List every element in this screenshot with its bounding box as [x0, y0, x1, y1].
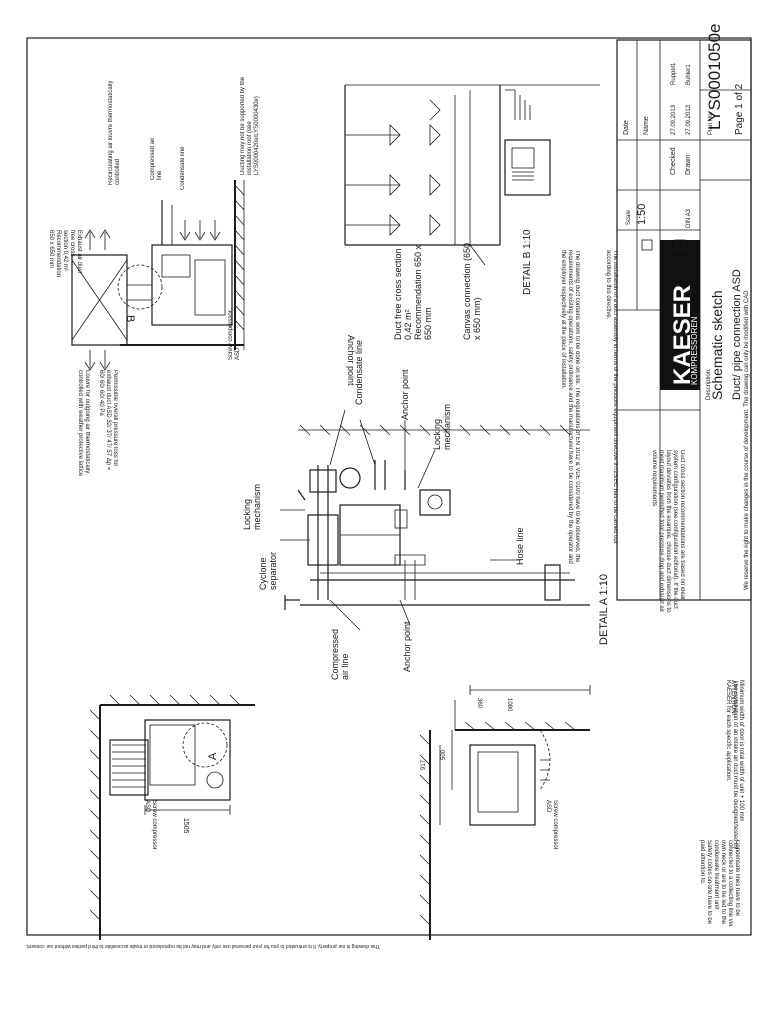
note-duct-cross: Duct cross section recommendations are b… — [651, 450, 685, 613]
view-exhaust-duct: B Exhaust air duct free cross section 0,… — [48, 76, 260, 371]
note-attention: Minimum width of door is total width of … — [738, 680, 744, 822]
tb-drawn: Drawn — [685, 155, 692, 175]
tb-checked-date: 27.09.2013 — [671, 104, 677, 135]
dim-917: 917 — [421, 759, 427, 770]
label-compressed-air: Compressed air line — [150, 137, 163, 180]
label-detail-a: DETAIL A 1:10 — [598, 574, 610, 645]
label-locking-mech-1: Locking mechanism — [432, 403, 452, 450]
note-condensate: Condensate lines have to be connected to… — [714, 840, 740, 927]
marker-b: B — [124, 315, 136, 322]
dim-1505: 1505 — [182, 818, 189, 834]
label-anchor-point-3: Anchor point — [402, 621, 412, 672]
tb-desc-label: Description: — [706, 368, 712, 400]
tb-scale-label: Scale — [626, 209, 632, 225]
note-pressure: The installation of a duct assembly in t… — [605, 250, 618, 544]
logo-line1: KAESER — [669, 285, 696, 385]
label-screw-compressor-1: Screw compressor ASD — [228, 310, 241, 360]
logo-line2: KOMPRESSOREN — [690, 316, 699, 385]
tb-drawn-name: Buhler1 — [686, 64, 692, 85]
tb-size: DIN A3 — [686, 208, 692, 228]
label-duct-free-cross: Duct free cross section 0,42 m² Recommen… — [393, 244, 433, 340]
dim-1080: 1080 — [506, 698, 512, 712]
view-compressor-front: 360 1080 917 500 Screw compressor ASD — [419, 685, 591, 940]
tb-subtitle: Duct/ pipe connection ASD — [731, 269, 743, 400]
tb-name-header: Name — [643, 116, 650, 135]
label-hose-line: Hose line — [515, 527, 525, 565]
detail-b: DETAIL B 1:10 Duct free cross section 0,… — [344, 84, 600, 340]
marker-a: A — [207, 752, 219, 760]
label-locking-mech-2: Locking mechanism — [242, 483, 262, 530]
label-canvas-connection: Canvas connection (650 x 650 mm) — [462, 242, 482, 340]
label-cyclone: Cyclone separator — [258, 551, 278, 590]
copyright-line: This drawing is our property. It is entr… — [26, 943, 380, 949]
label-anchor-point-2: Anchor point — [400, 369, 410, 420]
label-recirc-louvre: Recirculating air louvre thermostaticall… — [108, 80, 121, 185]
detail-a: Anchor point Condensate line Anchor poin… — [242, 335, 610, 680]
compressor-top-view — [151, 244, 233, 326]
label-screw-compressor-3: Screw compressor ASD — [545, 800, 558, 850]
note-pressure-loss: Permissible overall pressure loss for ex… — [98, 370, 118, 471]
label-condensate: Condensate line — [180, 146, 186, 190]
tb-date-header: Date — [623, 120, 630, 135]
note-louvre: Louvre for outgoing air thermostatically… — [77, 370, 90, 477]
note-ducting: The drawing duct contains work to be don… — [560, 250, 580, 564]
label-recommendation: Recommendation — [55, 230, 61, 277]
label-ducting-supported: Ducting may not be supported by the inst… — [240, 76, 260, 175]
label-anchor-point-1: Anchor point — [346, 335, 356, 386]
label-dim-650: 650 x 650 mm — [48, 230, 54, 268]
label-compressed-air-2: Compressed air line — [330, 628, 350, 680]
tb-plan-no: LYS0001050e — [705, 23, 724, 130]
label-detail-b: DETAIL B 1:10 — [522, 229, 533, 295]
tb-scale-value: 1:50 — [636, 204, 648, 225]
tb-description: Schematic sketch — [709, 290, 725, 400]
view-compressor-side: 1505 A Screw compressor ASD — [89, 694, 255, 940]
tb-checked-name: Ruppel1 — [671, 62, 677, 85]
label-condensate-line-2: Condensate line — [354, 340, 364, 405]
label-screw-compressor-2: Screw compressor ASD — [144, 800, 157, 850]
tb-checked: Checked — [670, 147, 677, 175]
note-safety: Safety codes on-site have to be paid att… — [699, 840, 712, 925]
label-section: section 0,42 m² — [62, 230, 68, 271]
tb-planno-label: Plan No. — [708, 112, 714, 135]
dim-500: 500 — [441, 749, 447, 760]
title-block: KAESER KOMPRESSOREN Name Date 27.09.2013… — [616, 23, 752, 601]
note-attention-label: ATTENTION! — [730, 680, 736, 716]
tb-drawn-date: 27.09.2013 — [686, 104, 692, 135]
label-free-cross: free cross — [69, 230, 75, 256]
label-exhaust-duct: Exhaust air duct — [76, 230, 82, 273]
tb-footer: We reserve the right to make changes in … — [744, 290, 750, 590]
dim-360: 360 — [476, 698, 482, 709]
notes-block: The drawing duct contains work to be don… — [560, 250, 744, 927]
tb-page: Page 1 of 2 — [734, 83, 745, 135]
compressor-side-view — [144, 719, 231, 801]
